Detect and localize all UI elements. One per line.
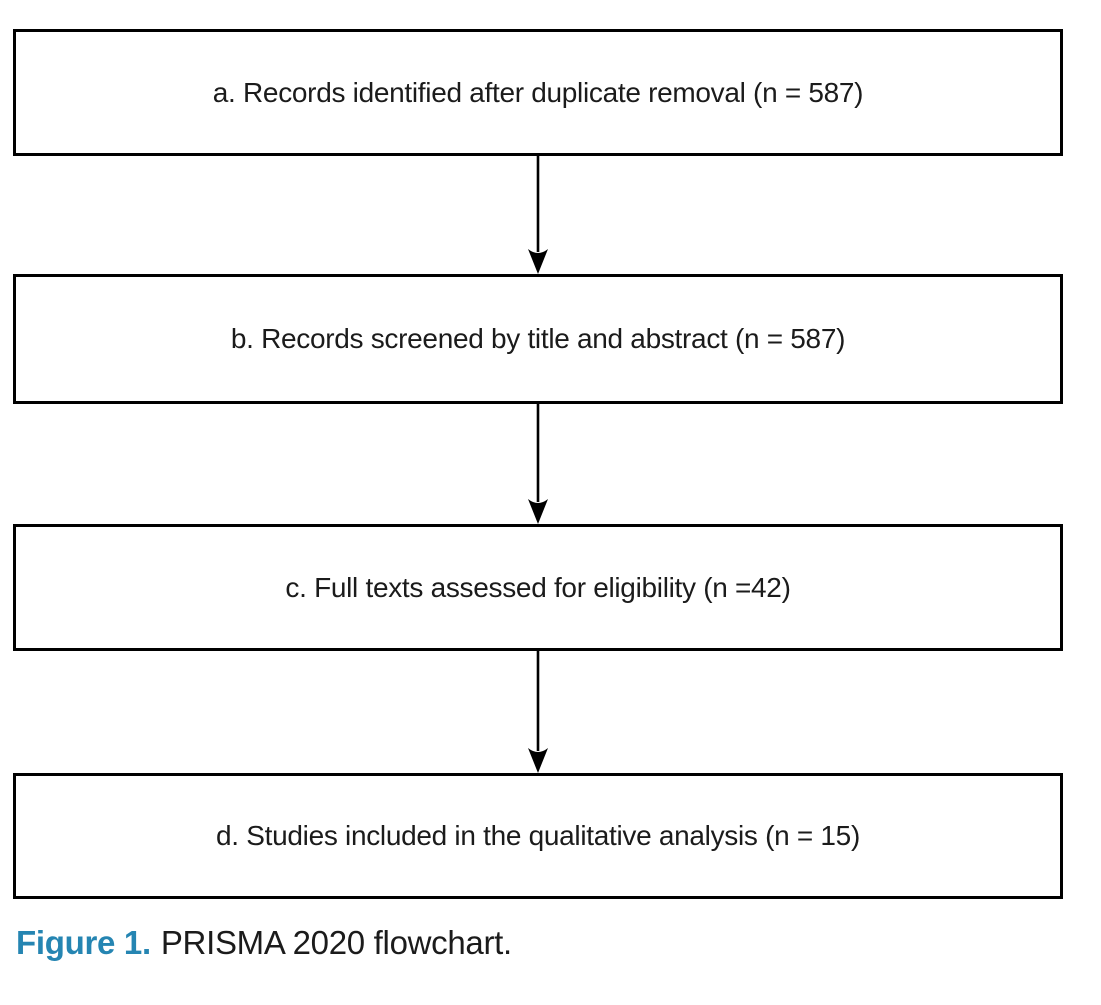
arrow-down-icon (528, 156, 548, 274)
arrow-down-icon (528, 651, 548, 773)
flow-box-label: b. Records screened by title and abstrac… (230, 323, 846, 354)
arrow-down-icon (528, 404, 548, 524)
figure-caption-number: Figure 1. (16, 924, 151, 961)
figure-caption: Figure 1.PRISMA 2020 flowchart. (16, 924, 512, 962)
figure-caption-text: PRISMA 2020 flowchart. (160, 924, 512, 961)
flow-box-label: a. Records identified after duplicate re… (212, 76, 864, 108)
flow-box-fulltexts-assessed: c. Full texts assessed for eligibility (… (13, 524, 1063, 651)
flow-box-records-identified: a. Records identified after duplicate re… (13, 29, 1063, 156)
flow-box-label: d. Studies included in the qualitative a… (216, 820, 860, 851)
flow-box-label: c. Full texts assessed for eligibility (… (285, 571, 791, 603)
flow-box-records-screened: b. Records screened by title and abstrac… (13, 274, 1063, 404)
flow-box-studies-included: d. Studies included in the qualitative a… (13, 773, 1063, 899)
